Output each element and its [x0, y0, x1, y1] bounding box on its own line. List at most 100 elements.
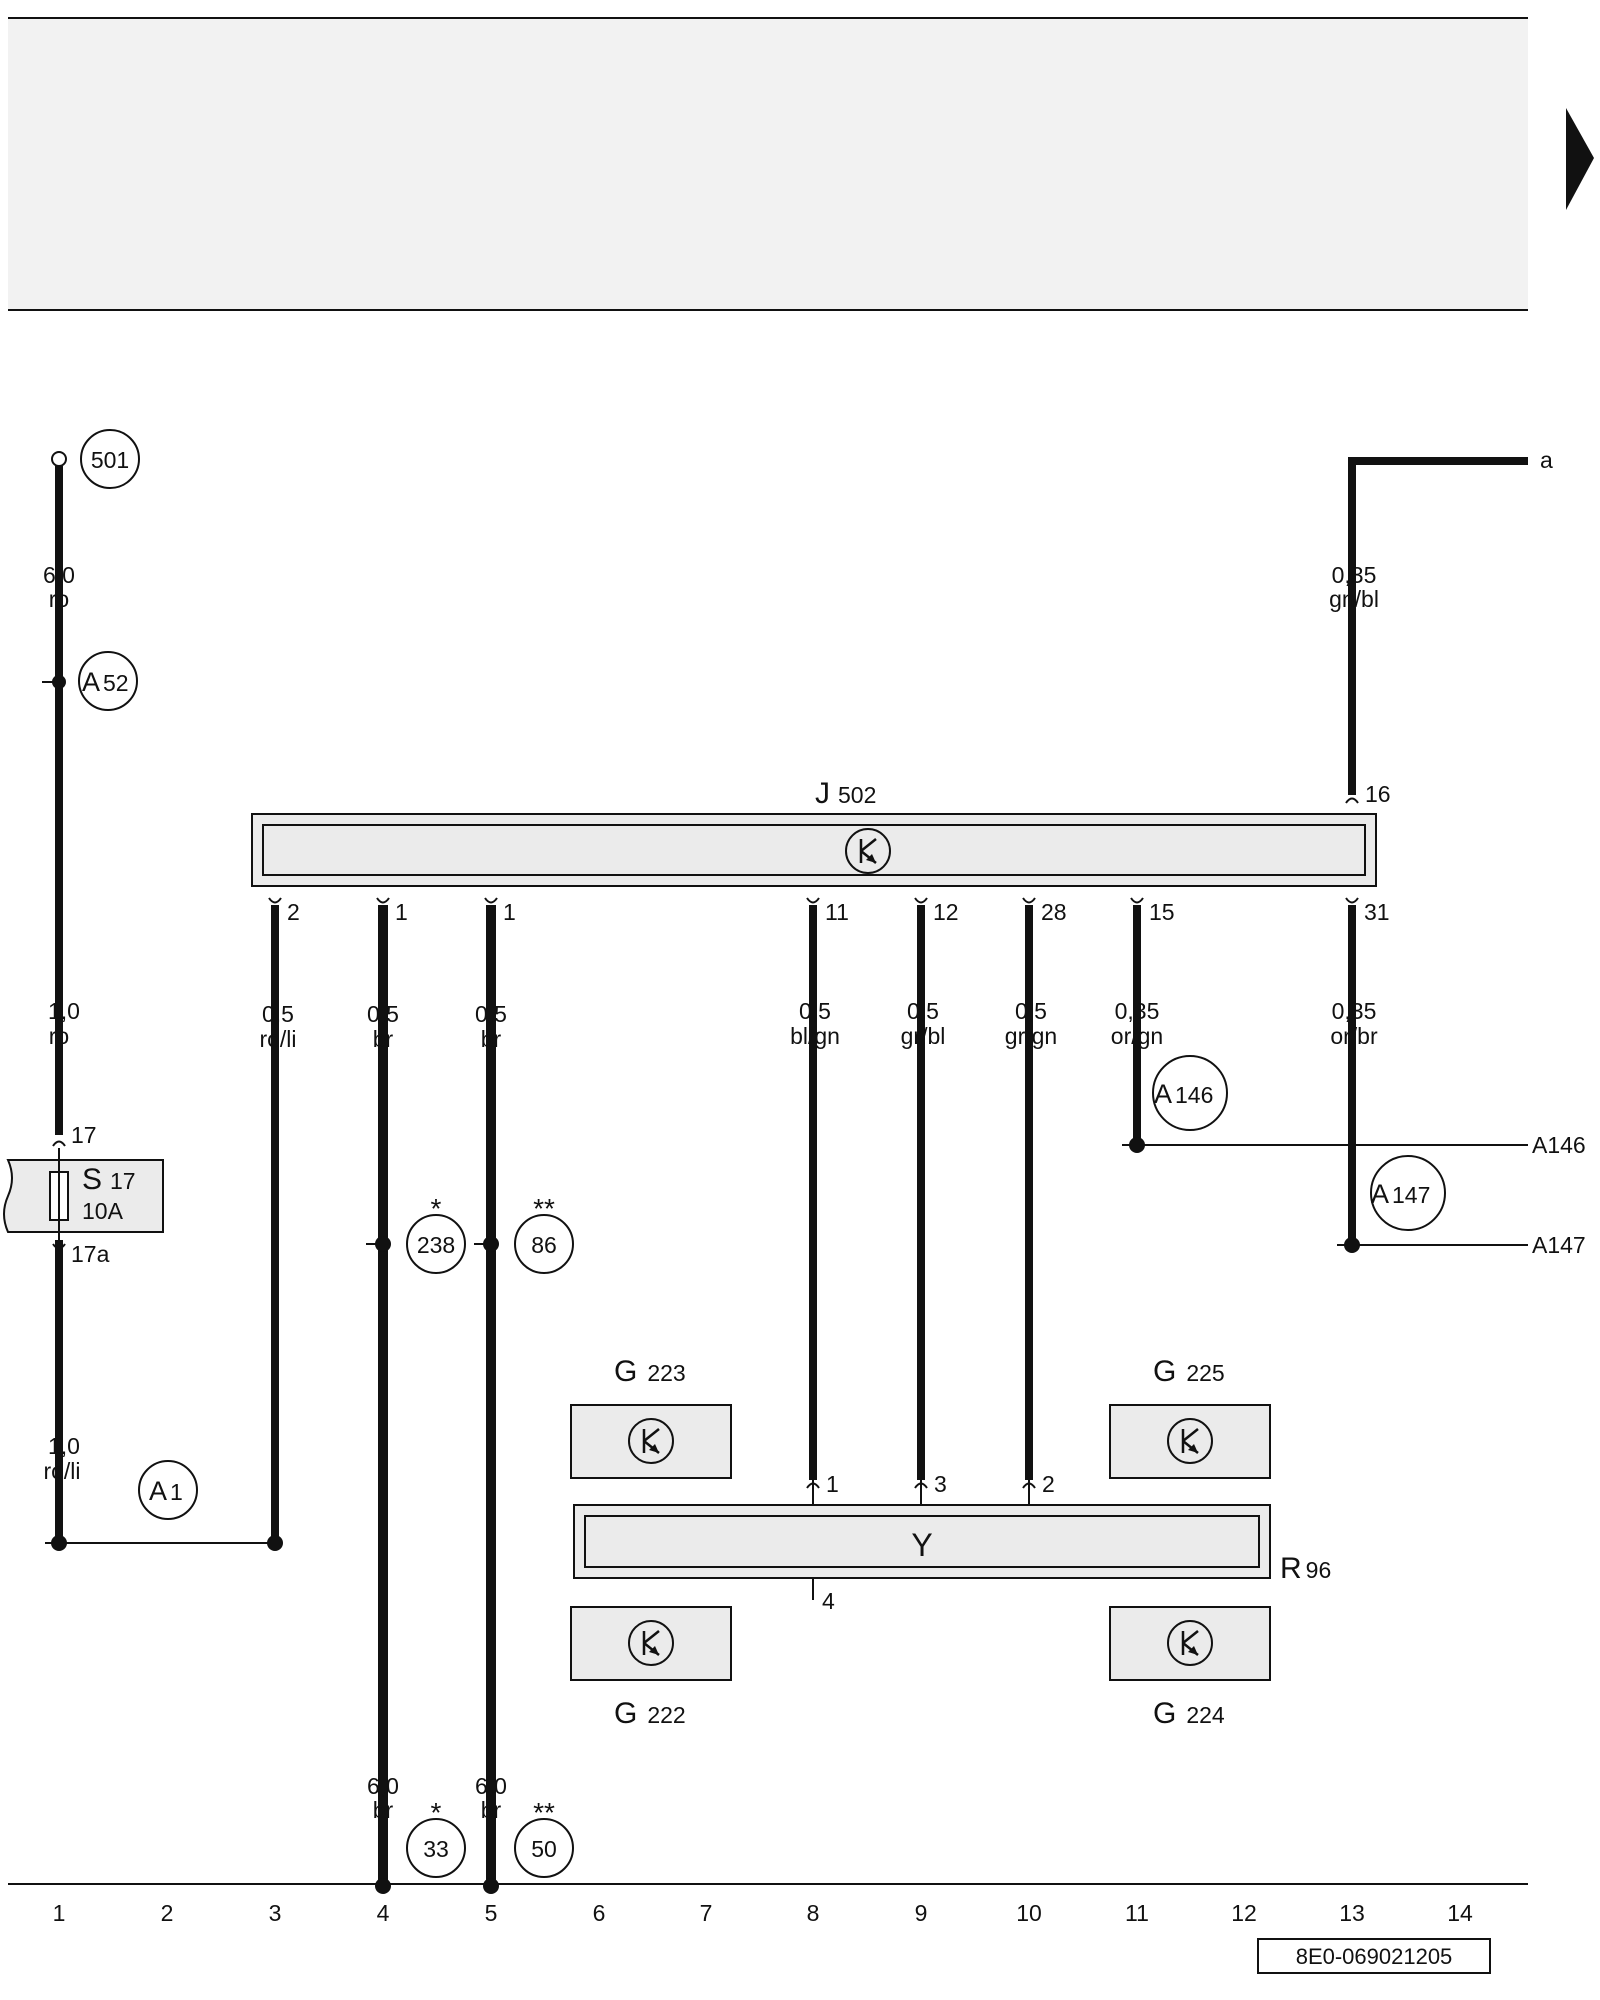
svg-text:0,5: 0,5 [1015, 998, 1047, 1024]
svg-text:12: 12 [933, 899, 959, 925]
svg-text:or/br: or/br [1330, 1023, 1378, 1049]
s17-rating: 10A [82, 1198, 124, 1224]
svg-text:7: 7 [700, 1900, 713, 1926]
wire-col-13-top [1348, 457, 1528, 795]
connector-86: 86 [514, 1214, 574, 1274]
svg-text:31: 31 [1364, 899, 1390, 925]
svg-text:8E0-069021205: 8E0-069021205 [1296, 1944, 1453, 1969]
svg-text:11: 11 [825, 899, 849, 925]
grid-numbers: 1 2 3 4 5 6 7 8 9 10 11 12 13 14 [53, 1900, 1473, 1926]
marker-33: * [431, 1797, 442, 1828]
svg-text:3: 3 [269, 1900, 282, 1926]
svg-text:6: 6 [593, 1900, 606, 1926]
svg-text:2: 2 [1042, 1471, 1055, 1497]
svg-text:gn/bl: gn/bl [1329, 586, 1379, 612]
svg-text:33: 33 [423, 1836, 449, 1862]
svg-text:4: 4 [377, 1900, 390, 1926]
exit-a147: A147 [1532, 1232, 1586, 1258]
j502-pin-numbers: 16 2 1 1 11 12 28 15 31 [287, 781, 1391, 925]
svg-text:15: 15 [1149, 899, 1175, 925]
control-unit-j502[interactable] [251, 813, 1377, 887]
svg-text:0,5: 0,5 [907, 998, 939, 1024]
connector-33: 33 [406, 1818, 466, 1878]
exit-a146: A146 [1532, 1132, 1586, 1158]
marker-50: ** [533, 1797, 555, 1828]
svg-text:ro/li: ro/li [259, 1026, 296, 1052]
svg-text:3: 3 [934, 1471, 947, 1497]
svg-text:4: 4 [822, 1588, 835, 1614]
svg-text:0,5: 0,5 [475, 1001, 507, 1027]
svg-text:86: 86 [531, 1232, 557, 1258]
sensor-g224[interactable] [1109, 1606, 1271, 1681]
svg-text:1: 1 [53, 1900, 66, 1926]
svg-text:1,0: 1,0 [48, 998, 80, 1024]
connector-501: 501 [80, 429, 140, 489]
pin-marks [52, 797, 1359, 1489]
svg-text:28: 28 [1041, 899, 1067, 925]
component-r96[interactable]: Y [573, 1504, 1271, 1579]
svg-text:1: 1 [826, 1471, 839, 1497]
svg-text:6,0: 6,0 [367, 1773, 399, 1799]
svg-text:1,0: 1,0 [48, 1433, 80, 1459]
svg-text:0,5: 0,5 [367, 1001, 399, 1027]
svg-text:0,35: 0,35 [1332, 998, 1377, 1024]
svg-text:1: 1 [395, 899, 408, 925]
svg-text:0,5: 0,5 [799, 998, 831, 1024]
svg-text:2: 2 [287, 899, 300, 925]
svg-text:8: 8 [807, 1900, 820, 1926]
sensor-g222[interactable] [570, 1606, 732, 1681]
doc-code-box: 8E0-069021205 [1257, 1938, 1491, 1974]
next-page-arrow-icon[interactable] [1566, 108, 1594, 210]
sensor-g223[interactable] [570, 1404, 732, 1479]
svg-text:br: br [373, 1797, 394, 1823]
s17-pin-in: 17 [71, 1122, 97, 1148]
r96-pin-numbers: 1 3 2 4 [822, 1471, 1055, 1614]
junction-dots [51, 675, 1360, 1894]
svg-text:6,0: 6,0 [475, 1773, 507, 1799]
svg-text:1: 1 [503, 899, 516, 925]
marker-238: * [431, 1193, 442, 1224]
svg-text:bl/gn: bl/gn [790, 1023, 840, 1049]
svg-text:Y: Y [911, 1527, 932, 1563]
svg-text:11: 11 [1125, 1900, 1149, 1926]
fuse-s17[interactable] [3, 1148, 164, 1244]
sensor-g225[interactable] [1109, 1404, 1271, 1479]
marker-86: ** [533, 1193, 555, 1224]
wire-labels: 6,0 ro 1,0 ro 1,0 ro/li 0,5 ro/li 0,5 br… [43, 562, 1379, 1823]
svg-text:5: 5 [485, 1900, 498, 1926]
connector-238: 238 [406, 1214, 466, 1274]
svg-text:A1: A1 [149, 1476, 183, 1506]
svg-text:A146: A146 [1154, 1079, 1213, 1109]
svg-text:br: br [373, 1026, 394, 1052]
header-band [8, 17, 1528, 311]
svg-text:0,35: 0,35 [1115, 998, 1160, 1024]
svg-text:A52: A52 [82, 667, 129, 697]
svg-text:A147: A147 [1371, 1179, 1430, 1209]
exit-a: a [1540, 447, 1553, 473]
svg-text:br: br [481, 1026, 502, 1052]
svg-text:0,5: 0,5 [262, 1001, 294, 1027]
svg-text:gr/gn: gr/gn [1005, 1023, 1057, 1049]
svg-text:9: 9 [915, 1900, 928, 1926]
svg-text:13: 13 [1339, 1900, 1365, 1926]
svg-text:16: 16 [1365, 781, 1391, 807]
svg-text:12: 12 [1231, 1900, 1257, 1926]
svg-text:or/gn: or/gn [1111, 1023, 1163, 1049]
s17-pin-out: 17a [71, 1241, 110, 1267]
svg-text:6,0: 6,0 [43, 562, 75, 588]
svg-text:238: 238 [417, 1232, 455, 1258]
svg-text:gr/bl: gr/bl [901, 1023, 946, 1049]
svg-text:br: br [481, 1797, 502, 1823]
